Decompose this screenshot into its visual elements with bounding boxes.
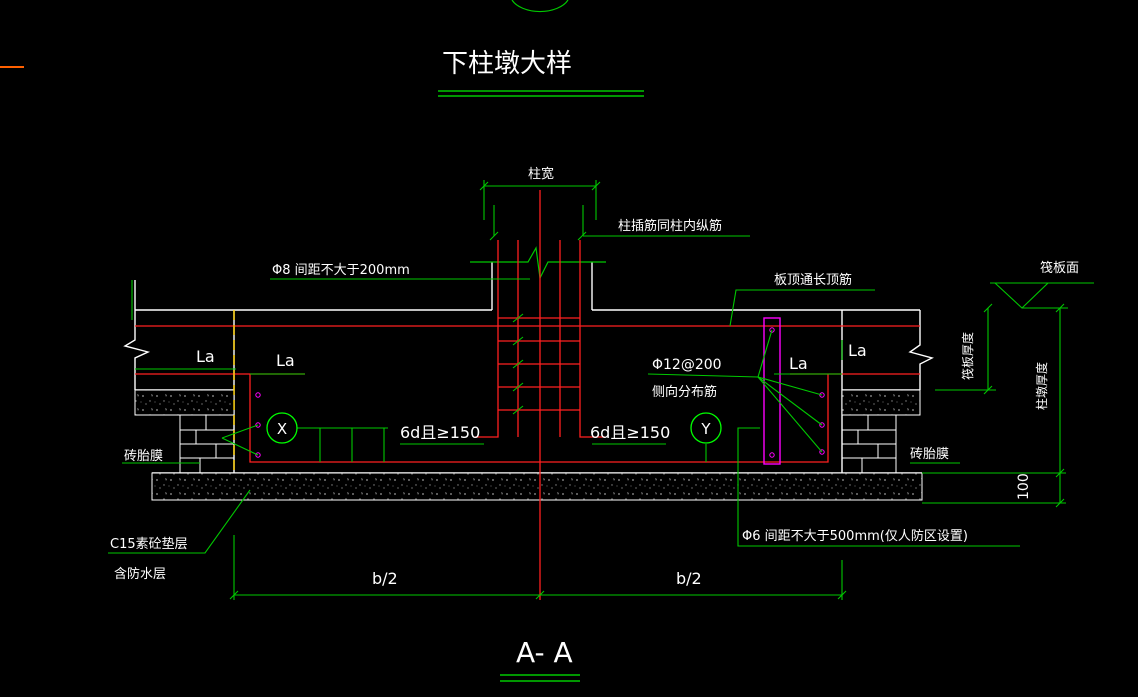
label-column-dowel: 柱插筋同柱内纵筋 (618, 218, 722, 234)
label-slab-top-rebar: 板顶通长顶筋 (774, 272, 852, 288)
label-la-left-outer: La (196, 347, 215, 366)
rebar-dots (255, 327, 825, 458)
label-raft-surface: 筏板面 (1040, 260, 1079, 276)
label-side-rebar-spec: Φ12@200 (652, 357, 722, 373)
label-la-right-outer: La (848, 341, 867, 360)
marker-x-label: X (277, 420, 287, 438)
label-dim-half-left: b/2 (372, 569, 398, 588)
top-partial-circle (511, 0, 569, 13)
rebar-group (135, 190, 920, 600)
label-dim-half-right: b/2 (676, 569, 702, 588)
label-side-rebar-name: 侧向分布筋 (652, 384, 717, 400)
label-column-width: 柱宽 (528, 166, 554, 182)
marker-y-label: Y (700, 420, 711, 438)
marker-x-circle (266, 412, 298, 444)
cushion-layer (151, 472, 923, 501)
label-waterproof: 含防水层 (114, 566, 166, 582)
label-la-left-inner: La (276, 351, 295, 370)
left-cushion-strip (134, 389, 235, 416)
label-dim-100: 100 (1016, 473, 1032, 500)
leader-lines (108, 180, 1094, 600)
marker-y-circle (690, 412, 722, 444)
label-anchor-left: 6d且≥150 (400, 423, 480, 442)
label-brick-form-right: 砖胎膜 (910, 447, 949, 462)
tie-bar-box (763, 317, 781, 465)
label-tie-bar: Φ6 间距不大于500mm(仅人防区设置) (742, 528, 968, 544)
label-cushion: C15素砼垫层 (110, 536, 188, 552)
column-break-symbol (470, 246, 606, 281)
section-label: A- A (516, 636, 573, 669)
label-stirrup: Φ8 间距不大于200mm (272, 263, 410, 278)
drawing-title: 下柱墩大样 (442, 49, 572, 79)
label-anchor-right: 6d且≥150 (590, 423, 670, 442)
left-brick-form (179, 414, 235, 474)
label-la-right-inner: La (789, 354, 808, 373)
label-brick-form-left: 砖胎膜 (124, 449, 163, 464)
right-brick-form (841, 414, 897, 474)
right-cushion-strip (841, 389, 921, 416)
structure-outline (123, 262, 934, 474)
label-raft-thickness: 筏板厚度 (960, 332, 975, 380)
label-pier-thickness: 柱墩厚度 (1034, 362, 1049, 410)
